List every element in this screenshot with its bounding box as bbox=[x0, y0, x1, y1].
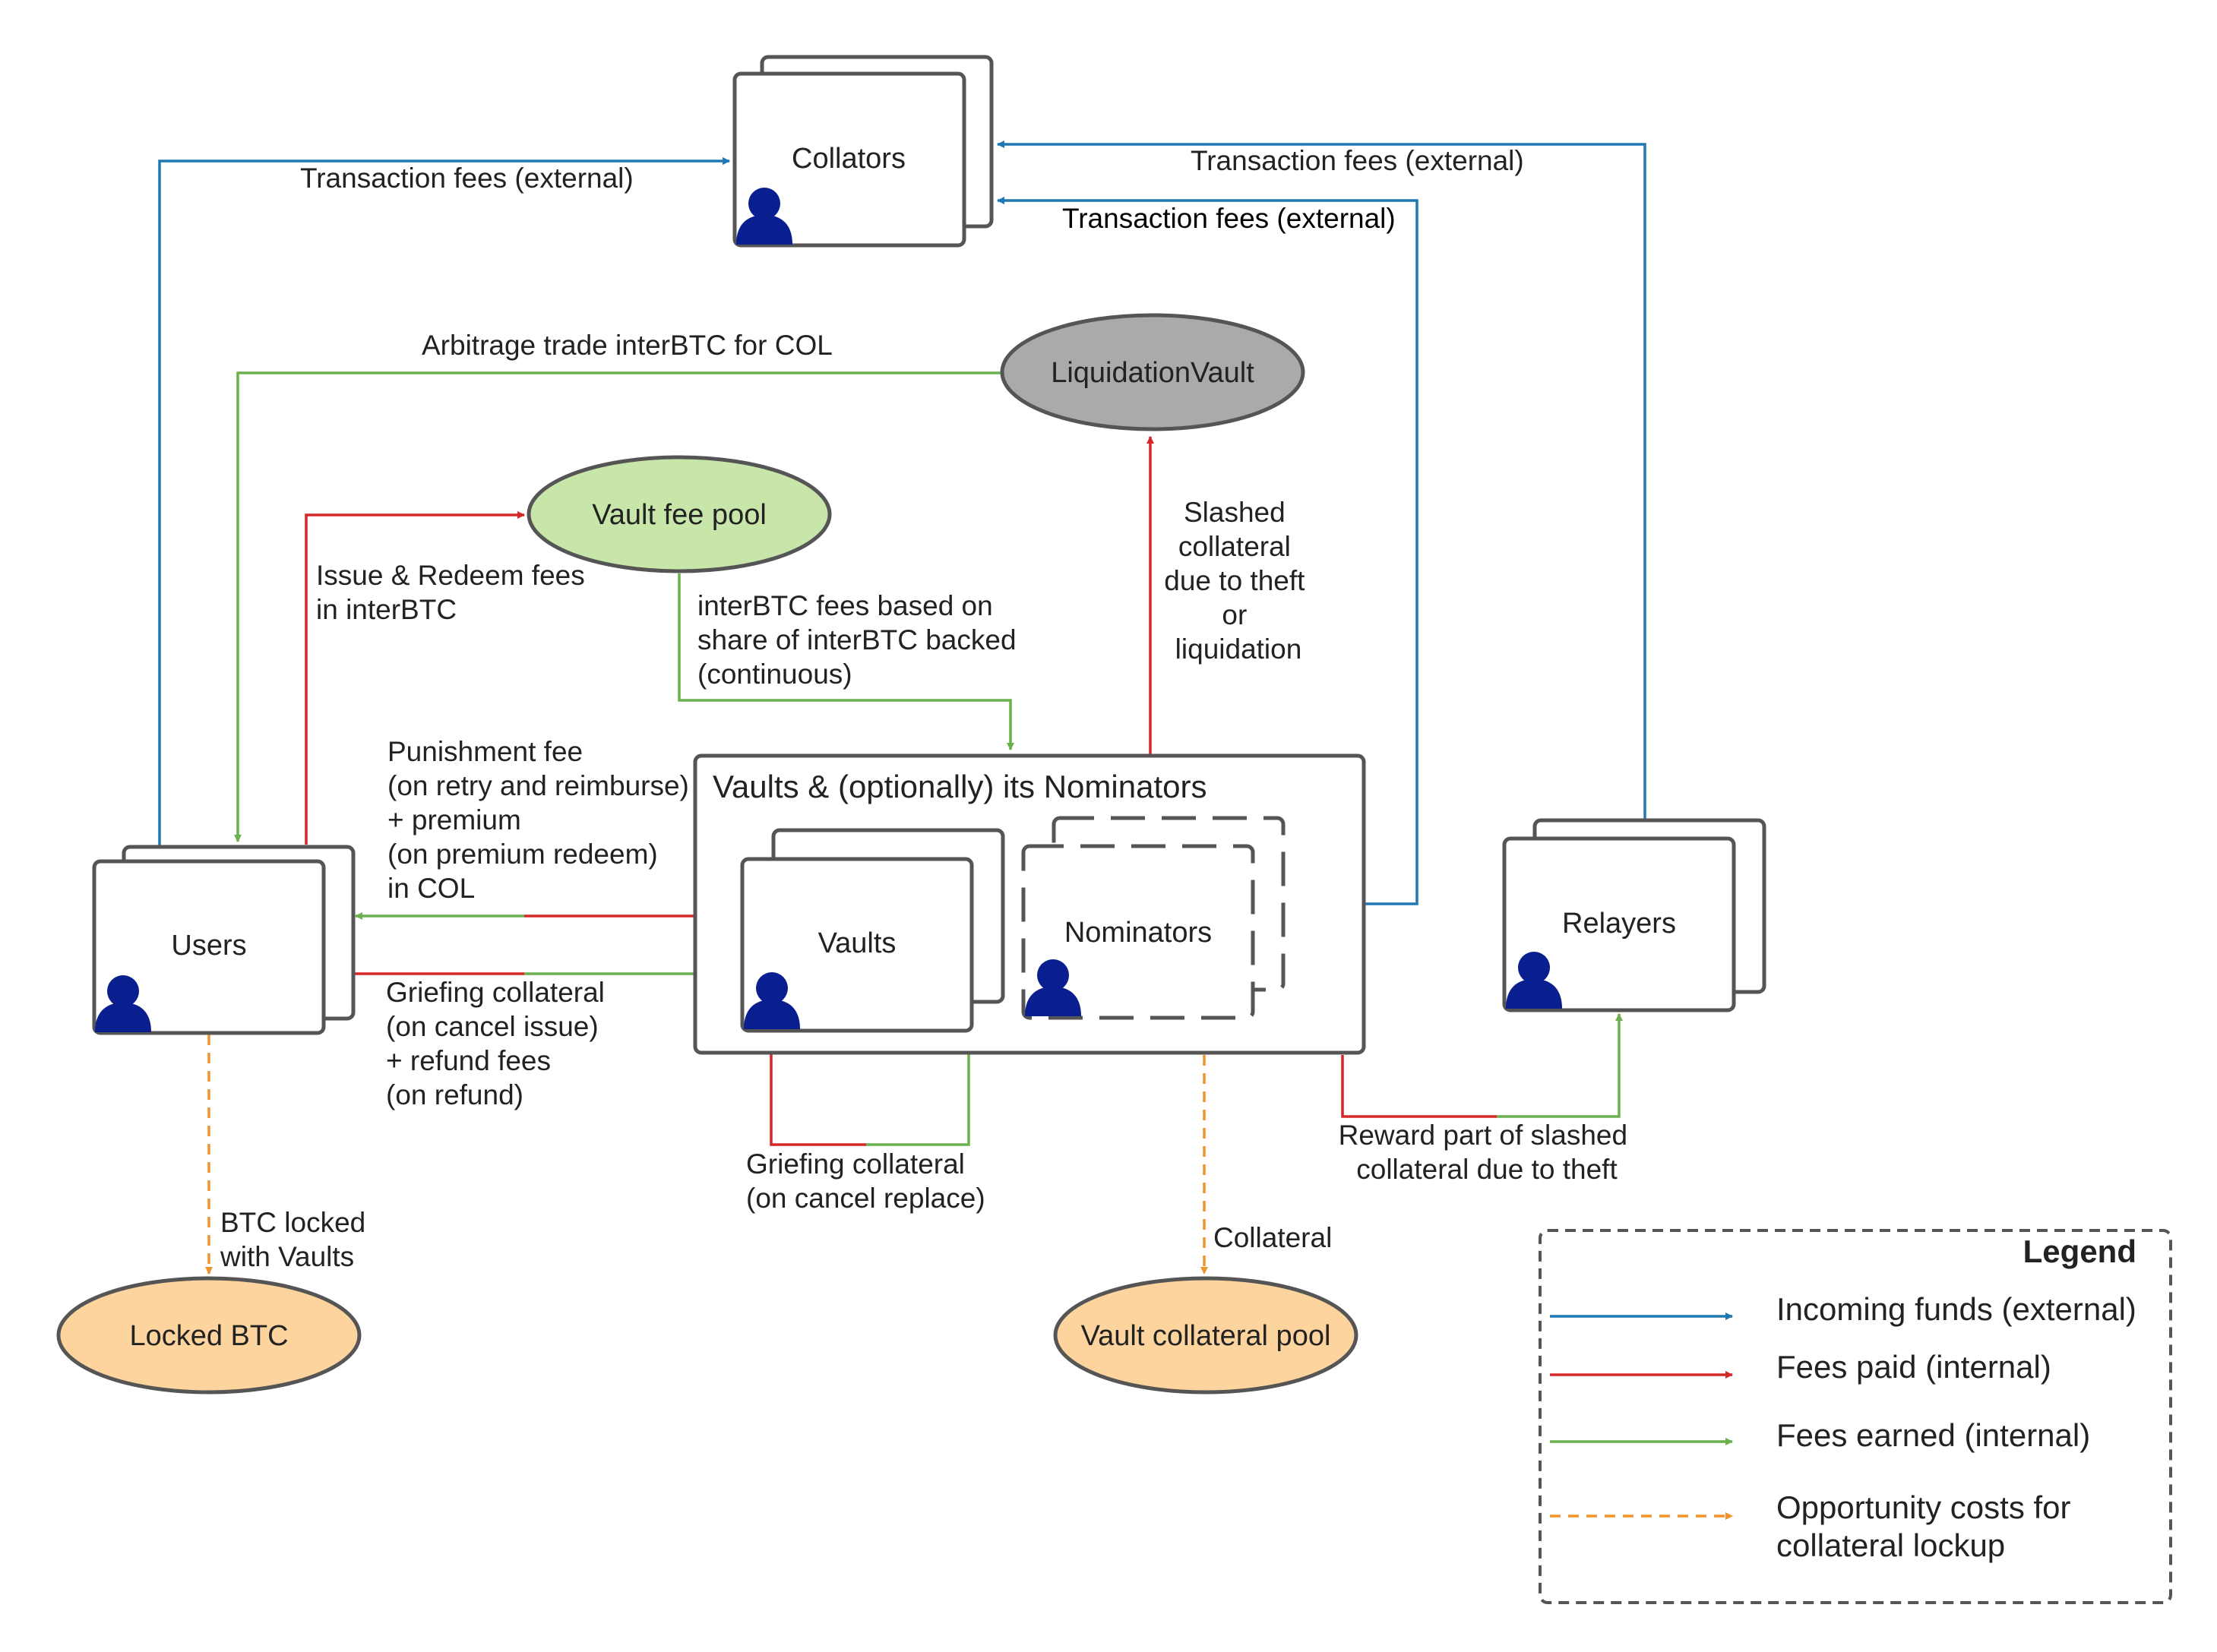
btc-locked-label: BTC locked with Vaults bbox=[220, 1207, 374, 1272]
locked-btc-node: Locked BTC bbox=[56, 1276, 362, 1395]
relayers-node: Relayers bbox=[1502, 818, 1766, 1012]
nominators-node: Nominators bbox=[1021, 816, 1286, 1020]
edge-vaults-to-relayers-red bbox=[1341, 1055, 1497, 1118]
vaults-group: Vaults & (optionally) its Nominators Vau… bbox=[693, 753, 1366, 1055]
tx-fees-relayers-label: Transaction fees (external) bbox=[1191, 145, 1524, 176]
person-icon bbox=[1506, 952, 1562, 1009]
edge-replace-loop-red bbox=[770, 1029, 866, 1146]
liquidation-vault-node: LiquidationVault bbox=[1000, 313, 1305, 431]
edge-liquidation-to-users bbox=[234, 371, 1003, 842]
vaults-node: Vaults bbox=[740, 828, 1005, 1033]
edge-vaults-to-collators bbox=[997, 197, 1418, 905]
vaults-group-label: Vaults & (optionally) its Nominators bbox=[713, 769, 1207, 804]
issue-redeem-label: Issue & Redeem fees in interBTC bbox=[316, 560, 593, 625]
legend-label-fees-paid: Fees paid (internal) bbox=[1776, 1349, 2051, 1385]
users-node: Users bbox=[92, 845, 356, 1035]
edge-replace-loop-green bbox=[866, 1030, 973, 1146]
griefing-users-label: Griefing collateral (on cancel issue) + … bbox=[386, 977, 612, 1110]
collators-node: Collators bbox=[732, 55, 994, 248]
vaults-label: Vaults bbox=[818, 927, 897, 959]
edge-relayers-to-collators bbox=[997, 141, 1646, 820]
reward-label: Reward part of slashed collateral due to… bbox=[1339, 1120, 1636, 1185]
edge-users-to-collators-line bbox=[158, 157, 730, 847]
edge-users-to-fee-pool bbox=[305, 511, 525, 845]
legend-label-opportunity: Opportunity costs for collateral lockup bbox=[1776, 1489, 2079, 1563]
interbtc-fees-label: interBTC fees based on share of interBTC… bbox=[697, 590, 1024, 690]
vault-collateral-pool-label: Vault collateral pool bbox=[1081, 1320, 1331, 1352]
collators-label: Collators bbox=[792, 143, 906, 175]
slashed-label: Slashed collateral due to theft or liqui… bbox=[1164, 497, 1312, 665]
edge-labels: Transaction fees (external) Transaction … bbox=[220, 145, 1636, 1272]
collateral-label: Collateral bbox=[1213, 1222, 1332, 1253]
person-icon bbox=[1025, 959, 1081, 1016]
legend-label-external: Incoming funds (external) bbox=[1776, 1291, 2136, 1327]
legend-label-fees-earned: Fees earned (internal) bbox=[1776, 1417, 2090, 1453]
nominators-label: Nominators bbox=[1064, 917, 1212, 949]
tx-fees-users-label: Transaction fees (external) bbox=[300, 163, 634, 194]
punishment-fee-label: Punishment fee (on retry and reimburse) … bbox=[387, 736, 697, 904]
person-icon bbox=[736, 188, 792, 245]
arbitrage-label: Arbitrage trade interBTC for COL bbox=[422, 330, 833, 361]
relayers-label: Relayers bbox=[1562, 908, 1676, 940]
edges bbox=[158, 141, 1646, 1275]
tx-fees-vaults-label: Transaction fees (external) bbox=[1062, 203, 1396, 234]
vault-fee-pool-label: Vault fee pool bbox=[592, 499, 767, 531]
legend-title: Legend bbox=[2023, 1233, 2136, 1269]
person-icon bbox=[95, 975, 151, 1032]
vault-collateral-pool-node: Vault collateral pool bbox=[1053, 1276, 1358, 1395]
edge-vaults-to-relayers-green bbox=[1497, 1013, 1623, 1118]
legend: Legend Incoming funds (external) Fees pa… bbox=[1539, 1229, 2172, 1604]
person-icon bbox=[744, 972, 800, 1029]
liquidation-vault-label: LiquidationVault bbox=[1051, 357, 1254, 389]
griefing-replace-label: Griefing collateral (on cancel replace) bbox=[746, 1148, 985, 1214]
edge-fee-pool-to-vaults bbox=[678, 573, 1014, 750]
locked-btc-label: Locked BTC bbox=[129, 1320, 288, 1352]
vault-fee-pool-node: Vault fee pool bbox=[527, 455, 832, 573]
users-label: Users bbox=[171, 930, 246, 962]
